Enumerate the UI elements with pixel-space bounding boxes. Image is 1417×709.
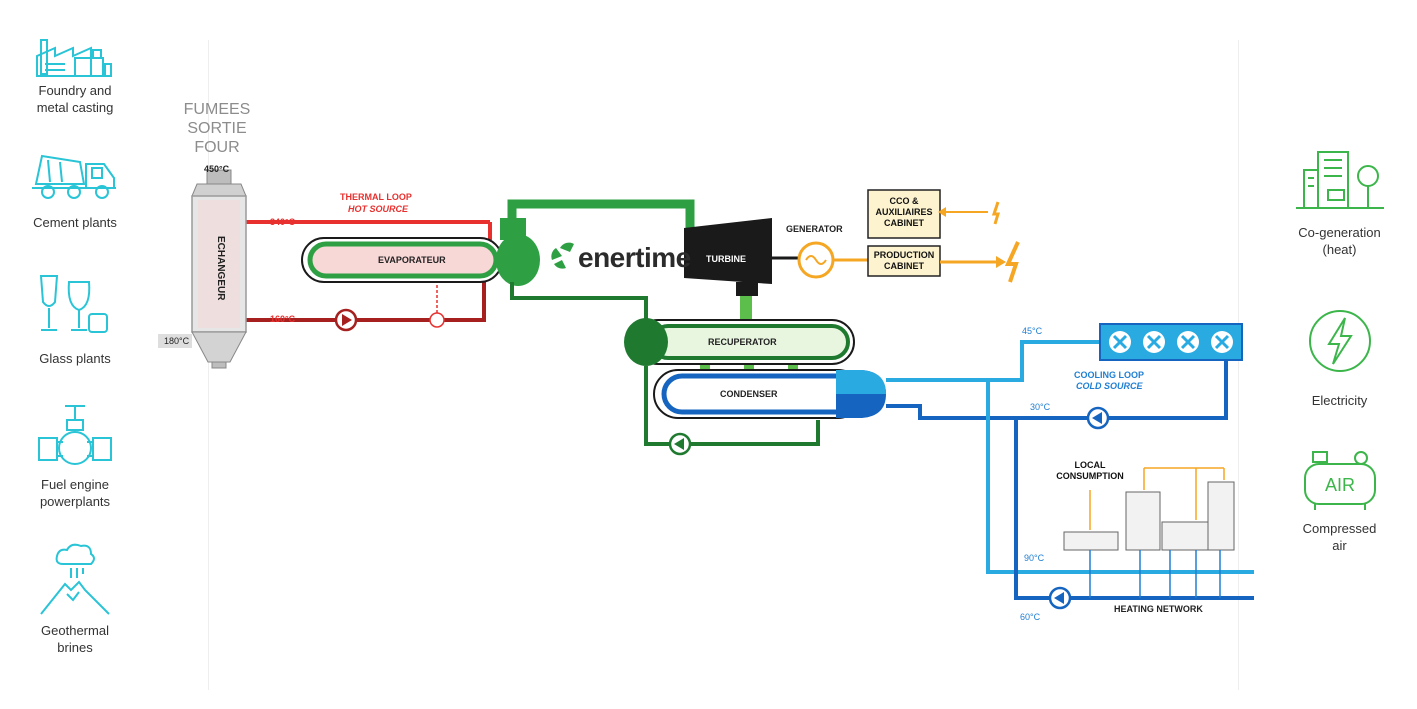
echangeur-label: ECHANGEUR <box>215 236 226 301</box>
output-label: Compressed air <box>1302 521 1377 553</box>
pump-icon <box>668 432 692 456</box>
divider-left <box>208 40 209 690</box>
enertime-logo-mark <box>551 242 574 269</box>
pump-icon <box>1086 406 1110 430</box>
temp-30-label: 30°C <box>1030 402 1051 412</box>
output-label: Electricity <box>1311 393 1368 408</box>
evaporateur-label: EVAPORATEUR <box>378 255 446 265</box>
temp-160-label: 160°C <box>270 314 296 324</box>
logo-text: enertime <box>578 242 691 273</box>
pump-icon <box>1048 586 1072 610</box>
source-label: Glass plants <box>39 351 111 366</box>
outputs-sidebar: Co-generation (heat) Electricity AIR Com… <box>1262 0 1417 709</box>
source-geothermal: Geothermal brines <box>0 540 150 656</box>
source-label: Foundry and metal casting <box>36 83 114 115</box>
source-fuel-engine: Fuel engine powerplants <box>0 402 150 510</box>
divider-right <box>1238 40 1239 690</box>
hot-source-label: HOT SOURCE <box>348 204 409 214</box>
valve-pipe-icon <box>38 405 112 465</box>
recuperator-vessel <box>624 318 855 366</box>
temp-in-label: 450°C <box>204 164 230 174</box>
compressor-icon: AIR <box>1303 451 1376 510</box>
cooling-loop-pipes <box>886 340 1254 600</box>
cabinets <box>867 189 1020 283</box>
output-compressed-air: AIR Compressed air <box>1262 448 1417 554</box>
fumees-label: FUMEES SORTIE FOUR <box>183 101 251 156</box>
source-label: Fuel engine powerplants <box>39 477 111 509</box>
turbine-body <box>684 218 772 284</box>
enertime-logo: enertime <box>548 242 691 274</box>
source-foundry: Foundry and metal casting <box>0 34 150 116</box>
local-consumption-label: LOCAL CONSUMPTION <box>1056 460 1124 481</box>
source-cement: Cement plants <box>0 150 150 231</box>
temp-340-label: 340°C <box>270 217 296 227</box>
cold-source-label: COLD SOURCE <box>1076 381 1143 391</box>
recuperator-label: RECUPERATOR <box>708 337 777 347</box>
evaporateur-vessel <box>301 218 540 286</box>
factory-icon <box>36 39 112 77</box>
buildings-tree-icon <box>1295 151 1384 209</box>
condenser-label: CONDENSER <box>720 389 778 399</box>
pump-icon <box>334 308 358 332</box>
heating-network-label: HEATING NETWORK <box>1114 604 1203 614</box>
generator <box>797 241 868 279</box>
valve-icon <box>429 312 445 328</box>
temp-60-label: 60°C <box>1020 612 1041 622</box>
temp-90-label: 90°C <box>1024 553 1045 563</box>
organic-loop-pipes <box>507 199 820 446</box>
volcano-icon <box>40 543 110 615</box>
lightning-icon <box>1308 310 1371 372</box>
output-label: Co-generation (heat) <box>1298 225 1381 257</box>
cco-cabinet-label: CCO & AUXILIAIRES CABINET <box>875 196 933 228</box>
heat-sources-sidebar: Foundry and metal casting Cement plants <box>0 0 150 709</box>
cooling-loop-label: COOLING LOOP <box>1074 370 1145 380</box>
output-electricity: Electricity <box>1262 306 1417 409</box>
temp-out-label: 180°C <box>164 336 190 346</box>
glass-icon <box>39 275 108 333</box>
temp-45-label: 45°C <box>1022 326 1043 336</box>
condenser-vessel <box>653 369 886 419</box>
generator-label: GENERATOR <box>786 224 843 234</box>
local-buildings <box>1063 467 1235 598</box>
air-badge: AIR <box>1324 475 1354 495</box>
output-cogeneration: Co-generation (heat) <box>1262 146 1417 258</box>
echangeur-stack <box>158 169 247 369</box>
thermal-loop-label: THERMAL LOOP <box>340 192 412 202</box>
turbine-label: TURBINE <box>706 254 746 264</box>
source-glass: Glass plants <box>0 272 150 367</box>
source-label: Cement plants <box>33 215 117 230</box>
dry-cooler <box>1099 323 1243 361</box>
source-label: Geothermal brines <box>41 623 109 655</box>
production-cabinet-label: PRODUCTION CABINET <box>873 250 935 271</box>
cement-mixer-icon <box>32 154 116 199</box>
